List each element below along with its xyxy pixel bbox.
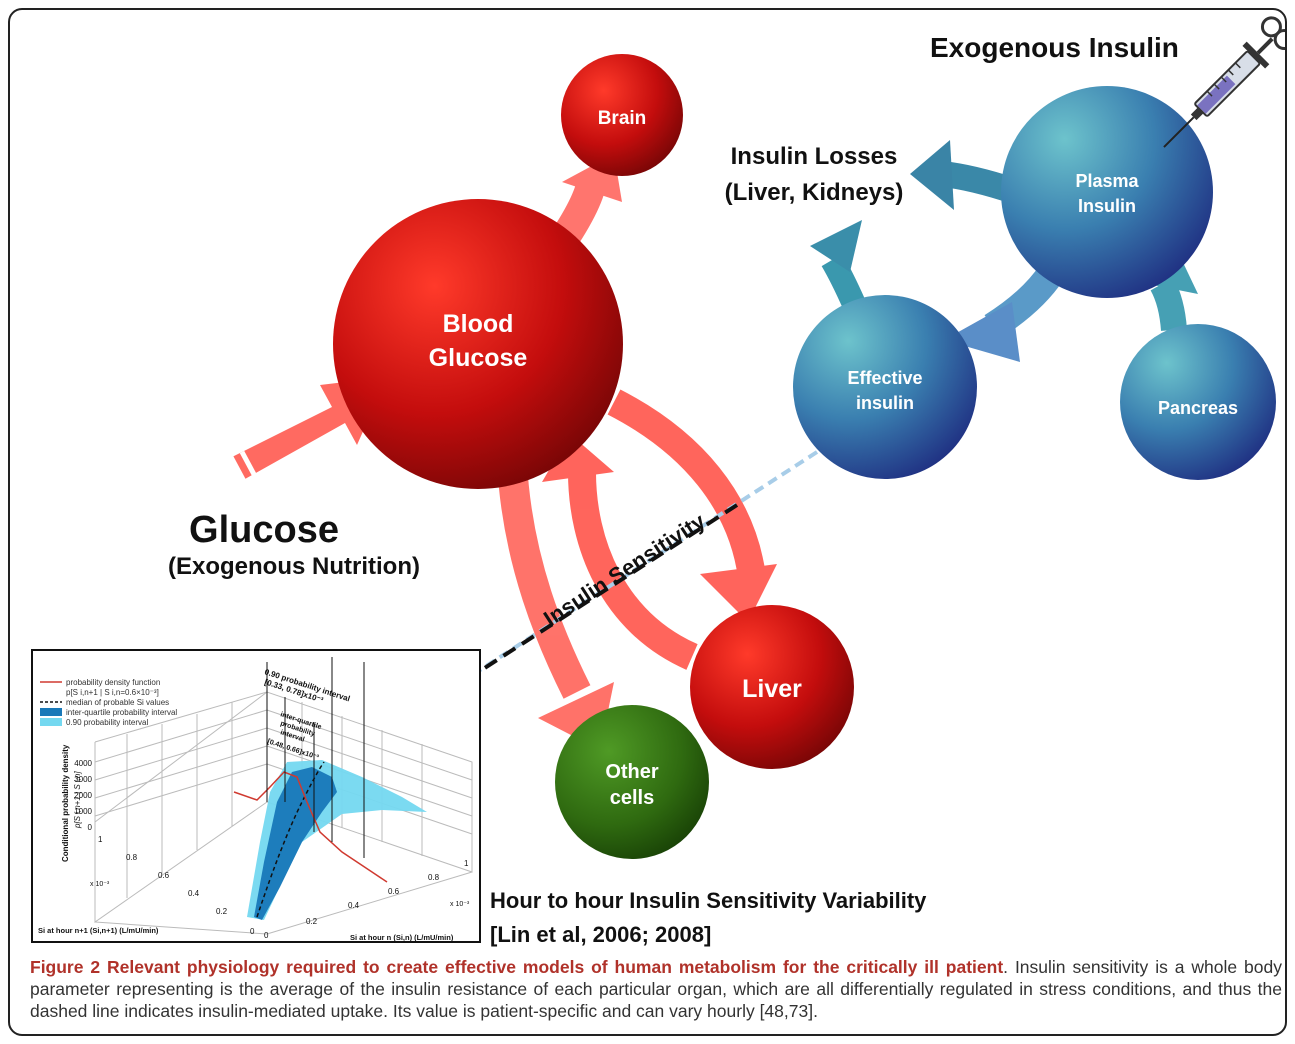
- node-brain: Brain: [561, 54, 683, 176]
- arrow-insulin-losses: [910, 140, 1022, 210]
- left-exponent: x 10⁻³: [90, 881, 110, 888]
- z-ticks: 4000 3000 2000 1000 0: [74, 759, 92, 832]
- z-tick: 3000: [74, 775, 92, 784]
- label-cells: cells: [610, 787, 654, 809]
- zlabel-2: p[S i,n+1 | S i,n]: [73, 771, 82, 829]
- left-ticks: 1 0.8 0.6 0.4 0.2 0: [98, 835, 255, 936]
- right-tick: 0: [264, 931, 269, 940]
- label-brain: Brain: [598, 108, 647, 129]
- xlabel-left: Si at hour n+1 (Si,n+1) (L/mU/min): [38, 926, 159, 935]
- label-plasma: Plasma: [1075, 171, 1139, 191]
- left-tick: 0.2: [216, 907, 228, 916]
- median-line: [256, 761, 325, 918]
- label-insulin-losses-sub: (Liver, Kidneys): [725, 179, 904, 206]
- figure-frame: Brain Blood Glucose Liver Other cells Pl…: [8, 8, 1287, 1036]
- iqr-region: [254, 767, 337, 920]
- right-tick: 0.6: [388, 887, 400, 896]
- inset-plot: probability density function p[S i,n+1 |…: [31, 649, 481, 943]
- zlabel-1: Conditional probability density: [61, 744, 70, 862]
- label-effective-insulin: insulin: [856, 393, 914, 413]
- node-other-cells: Other cells: [555, 705, 709, 859]
- insulin-sensitivity-line-dark: [365, 503, 739, 746]
- z-tick: 2000: [74, 791, 92, 800]
- syringe-icon: [1163, 16, 1285, 148]
- label-pancreas: Pancreas: [1158, 398, 1238, 418]
- figure-caption: Figure 2 Relevant physiology required to…: [30, 956, 1282, 1022]
- right-tick: 1: [464, 859, 469, 868]
- legend-pdf: probability density function: [66, 678, 160, 687]
- right-tick: 0.2: [306, 917, 318, 926]
- label-insulin-losses: Insulin Losses: [731, 143, 898, 170]
- node-blood-glucose: Blood Glucose: [333, 199, 623, 489]
- left-tick: 0.6: [158, 871, 170, 880]
- left-tick: 1: [98, 835, 103, 844]
- pdf-curve: [233, 771, 388, 883]
- z-tick: 1000: [74, 807, 92, 816]
- node-pancreas: Pancreas: [1120, 324, 1276, 480]
- label-citation: [Lin et al, 2006; 2008]: [490, 922, 711, 947]
- legend-iqr: inter-quartile probability interval: [66, 708, 177, 717]
- label-blood: Blood: [443, 310, 514, 338]
- interval-markers: [266, 657, 365, 858]
- inset-legend: probability density function p[S i,n+1 |…: [40, 678, 177, 727]
- right-tick: 0.8: [428, 873, 440, 882]
- label-glucose: Glucose: [429, 344, 528, 372]
- node-liver: Liver: [690, 605, 854, 769]
- label-glucose-sub: (Exogenous Nutrition): [168, 553, 420, 580]
- node-plasma-insulin: Plasma Insulin: [1001, 86, 1213, 298]
- label-variability: Hour to hour Insulin Sensitivity Variabi…: [490, 888, 927, 913]
- z-tick: 0: [88, 823, 93, 832]
- arrow-effective-to-losses: [810, 220, 865, 309]
- label-exogenous-insulin: Exogenous Insulin: [930, 32, 1179, 63]
- left-tick: 0: [250, 927, 255, 936]
- arrow-from-liver: [542, 434, 698, 670]
- label-liver: Liver: [742, 675, 802, 703]
- arrow-to-liver: [607, 389, 777, 622]
- insulin-sensitivity-line: [475, 450, 819, 674]
- label-glucose-input: Glucose: [189, 509, 339, 551]
- right-tick: 0.4: [348, 901, 360, 910]
- node-effective-insulin: Effective insulin: [793, 295, 977, 479]
- label-effective: Effective: [847, 368, 922, 388]
- z-tick: 4000: [74, 759, 92, 768]
- caption-body: . Insulin sensitivity is a whole body pa…: [30, 957, 1282, 1021]
- left-tick: 0.4: [188, 889, 200, 898]
- legend-median: median of probable Si values: [66, 698, 169, 707]
- label-other: Other: [605, 761, 659, 783]
- label-insulin: Insulin: [1078, 196, 1136, 216]
- physiology-diagram: Brain Blood Glucose Liver Other cells Pl…: [31, 16, 1285, 947]
- right-exponent: x 10⁻³: [450, 901, 470, 908]
- legend-pdf-expr: p[S i,n+1 | S i,n=0.6×10⁻³]: [66, 688, 159, 697]
- caption-title: Figure 2 Relevant physiology required to…: [30, 957, 1004, 977]
- right-ticks: 0 0.2 0.4 0.6 0.8 1: [264, 859, 469, 940]
- xlabel-right: Si at hour n (Si,n) (L/mU/min): [350, 933, 454, 942]
- legend-p90: 0.90 probability interval: [66, 718, 148, 727]
- left-tick: 0.8: [126, 853, 138, 862]
